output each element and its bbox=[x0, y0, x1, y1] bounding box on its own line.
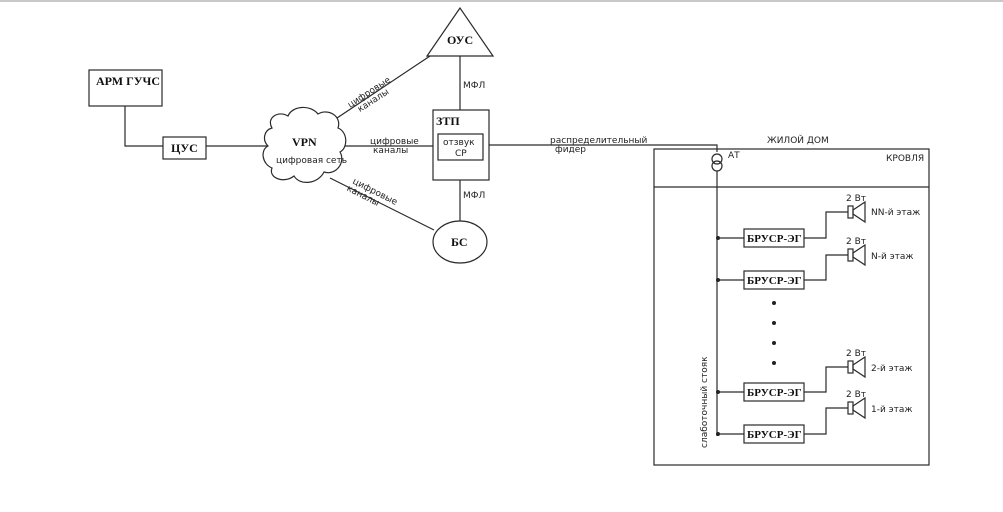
roof-label: КРОВЛЯ bbox=[886, 154, 924, 164]
speaker-icon bbox=[847, 205, 854, 219]
ztp-label: ЗТП bbox=[436, 114, 460, 128]
svg-text:БРУСР-ЭГ: БРУСР-ЭГ bbox=[747, 387, 802, 399]
sr-label: СР bbox=[455, 149, 467, 159]
svg-text:БРУСР-ЭГ: БРУСР-ЭГ bbox=[747, 429, 802, 441]
floor-2: БРУСР-ЭГ 2 Вт 2-й этаж bbox=[716, 349, 913, 402]
otzvuk-label: отзвук bbox=[443, 138, 475, 148]
arm-guchs-node: АРМ ГУЧС bbox=[88, 69, 163, 107]
svg-text:1-й этаж: 1-й этаж bbox=[871, 405, 913, 415]
arm-cus-link bbox=[124, 106, 163, 147]
speaker-icon bbox=[847, 401, 854, 415]
channels-label-ous: цифровые каналы bbox=[346, 75, 393, 115]
svg-text:цифровые: цифровые bbox=[370, 137, 419, 147]
mfl-label-bottom: МФЛ bbox=[463, 191, 485, 201]
ous-node: ОУС bbox=[425, 6, 495, 57]
feeder-label-1: распределительный bbox=[550, 136, 647, 146]
vpn-subtitle: цифровая сеть bbox=[276, 156, 347, 166]
ellipsis-dots bbox=[772, 301, 776, 365]
svg-text:БРУСР-ЭГ: БРУСР-ЭГ bbox=[747, 233, 802, 245]
bs-label: БС bbox=[451, 235, 468, 249]
ous-label: ОУС bbox=[447, 33, 473, 47]
floor-1: БРУСР-ЭГ 2 Вт 1-й этаж bbox=[716, 390, 913, 444]
mfl-label-top: МФЛ bbox=[463, 81, 485, 91]
top-border bbox=[0, 0, 1003, 2]
vpn-cloud: VPN цифровая сеть bbox=[262, 106, 347, 183]
bs-node: БС bbox=[432, 220, 488, 264]
at-label: АТ bbox=[728, 151, 740, 161]
svg-text:каналы: каналы bbox=[373, 146, 408, 156]
svg-text:2 Вт: 2 Вт bbox=[846, 390, 866, 400]
cus-label: ЦУС bbox=[171, 141, 198, 155]
svg-text:2-й этаж: 2-й этаж bbox=[871, 364, 913, 374]
riser-label: слаботочный стояк bbox=[700, 356, 710, 448]
svg-text:БРУСР-ЭГ: БРУСР-ЭГ bbox=[747, 275, 802, 287]
channels-label-bs: цифровые каналы bbox=[345, 177, 399, 209]
floor-nn: БРУСР-ЭГ 2 Вт NN-й этаж bbox=[716, 194, 920, 248]
speaker-icon bbox=[847, 360, 854, 374]
svg-text:NN-й этаж: NN-й этаж bbox=[871, 208, 920, 218]
transformer-at: АТ bbox=[711, 151, 740, 172]
feeder-label-2: фидер bbox=[555, 145, 586, 155]
channels-label-ztp: цифровые каналы bbox=[370, 137, 419, 156]
vpn-bs-link bbox=[329, 177, 435, 231]
arm-guchs-label: АРМ ГУЧС bbox=[96, 74, 160, 88]
otzvuk-sr-box bbox=[437, 133, 484, 161]
svg-text:N-й этаж: N-й этаж bbox=[871, 252, 914, 262]
speaker-icon bbox=[847, 248, 854, 262]
vpn-ous-link bbox=[327, 55, 431, 125]
ztp-node: ЗТП отзвук СР bbox=[432, 109, 490, 181]
cus-node: ЦУС bbox=[162, 136, 207, 160]
svg-text:2 Вт: 2 Вт bbox=[846, 349, 866, 359]
building-title: ЖИЛОЙ ДОМ bbox=[767, 134, 829, 146]
vpn-title: VPN bbox=[292, 135, 317, 149]
distribution-feeder-link bbox=[489, 144, 718, 152]
svg-text:2 Вт: 2 Вт bbox=[846, 237, 866, 247]
floor-n: БРУСР-ЭГ 2 Вт N-й этаж bbox=[716, 237, 914, 290]
residential-building: ЖИЛОЙ ДОМ КРОВЛЯ bbox=[653, 134, 930, 466]
svg-text:2 Вт: 2 Вт bbox=[846, 194, 866, 204]
